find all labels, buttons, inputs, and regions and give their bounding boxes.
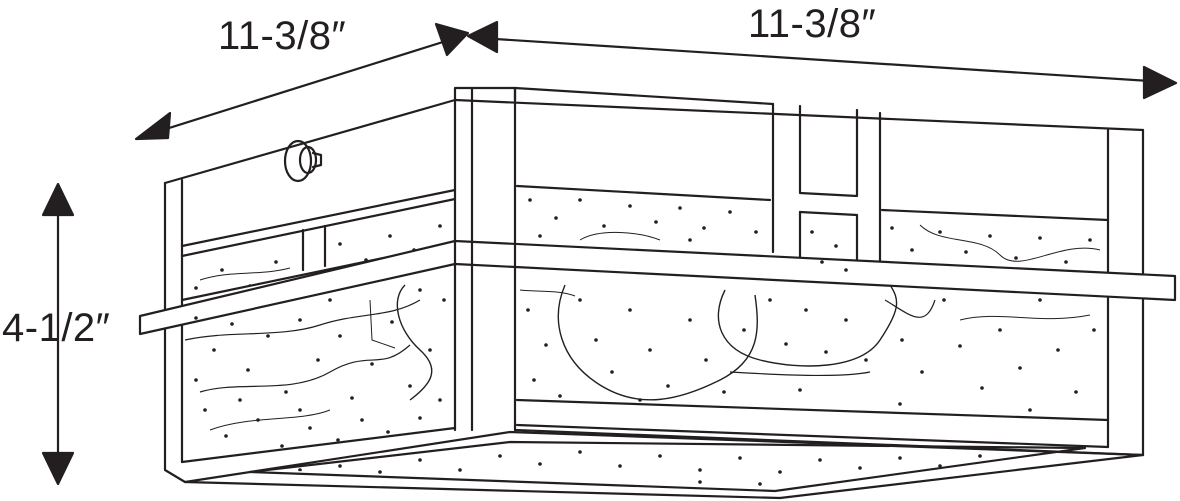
decorative-cross-strap <box>771 102 882 282</box>
seeded-glass-bottom <box>298 450 1022 486</box>
width-dimension-label: 11-3/8″ <box>218 14 347 58</box>
wrap-band <box>138 239 1177 336</box>
bottom-diffuser-pan <box>183 430 1145 500</box>
height-dimension-arrow <box>41 182 75 486</box>
fixture-top-plate <box>163 86 1145 185</box>
height-dimension-label: 4-1/2″ <box>2 306 111 350</box>
left-face-frame <box>163 178 457 484</box>
depth-dimension-label: 11-3/8″ <box>748 2 877 46</box>
knob-icon <box>283 139 323 183</box>
seeded-glass-right <box>519 284 1096 412</box>
depth-dimension-arrow <box>466 20 1178 100</box>
seeded-glass-left <box>184 284 446 448</box>
seeded-glass-upper <box>194 198 1101 290</box>
width-dimension-arrow <box>134 22 470 141</box>
